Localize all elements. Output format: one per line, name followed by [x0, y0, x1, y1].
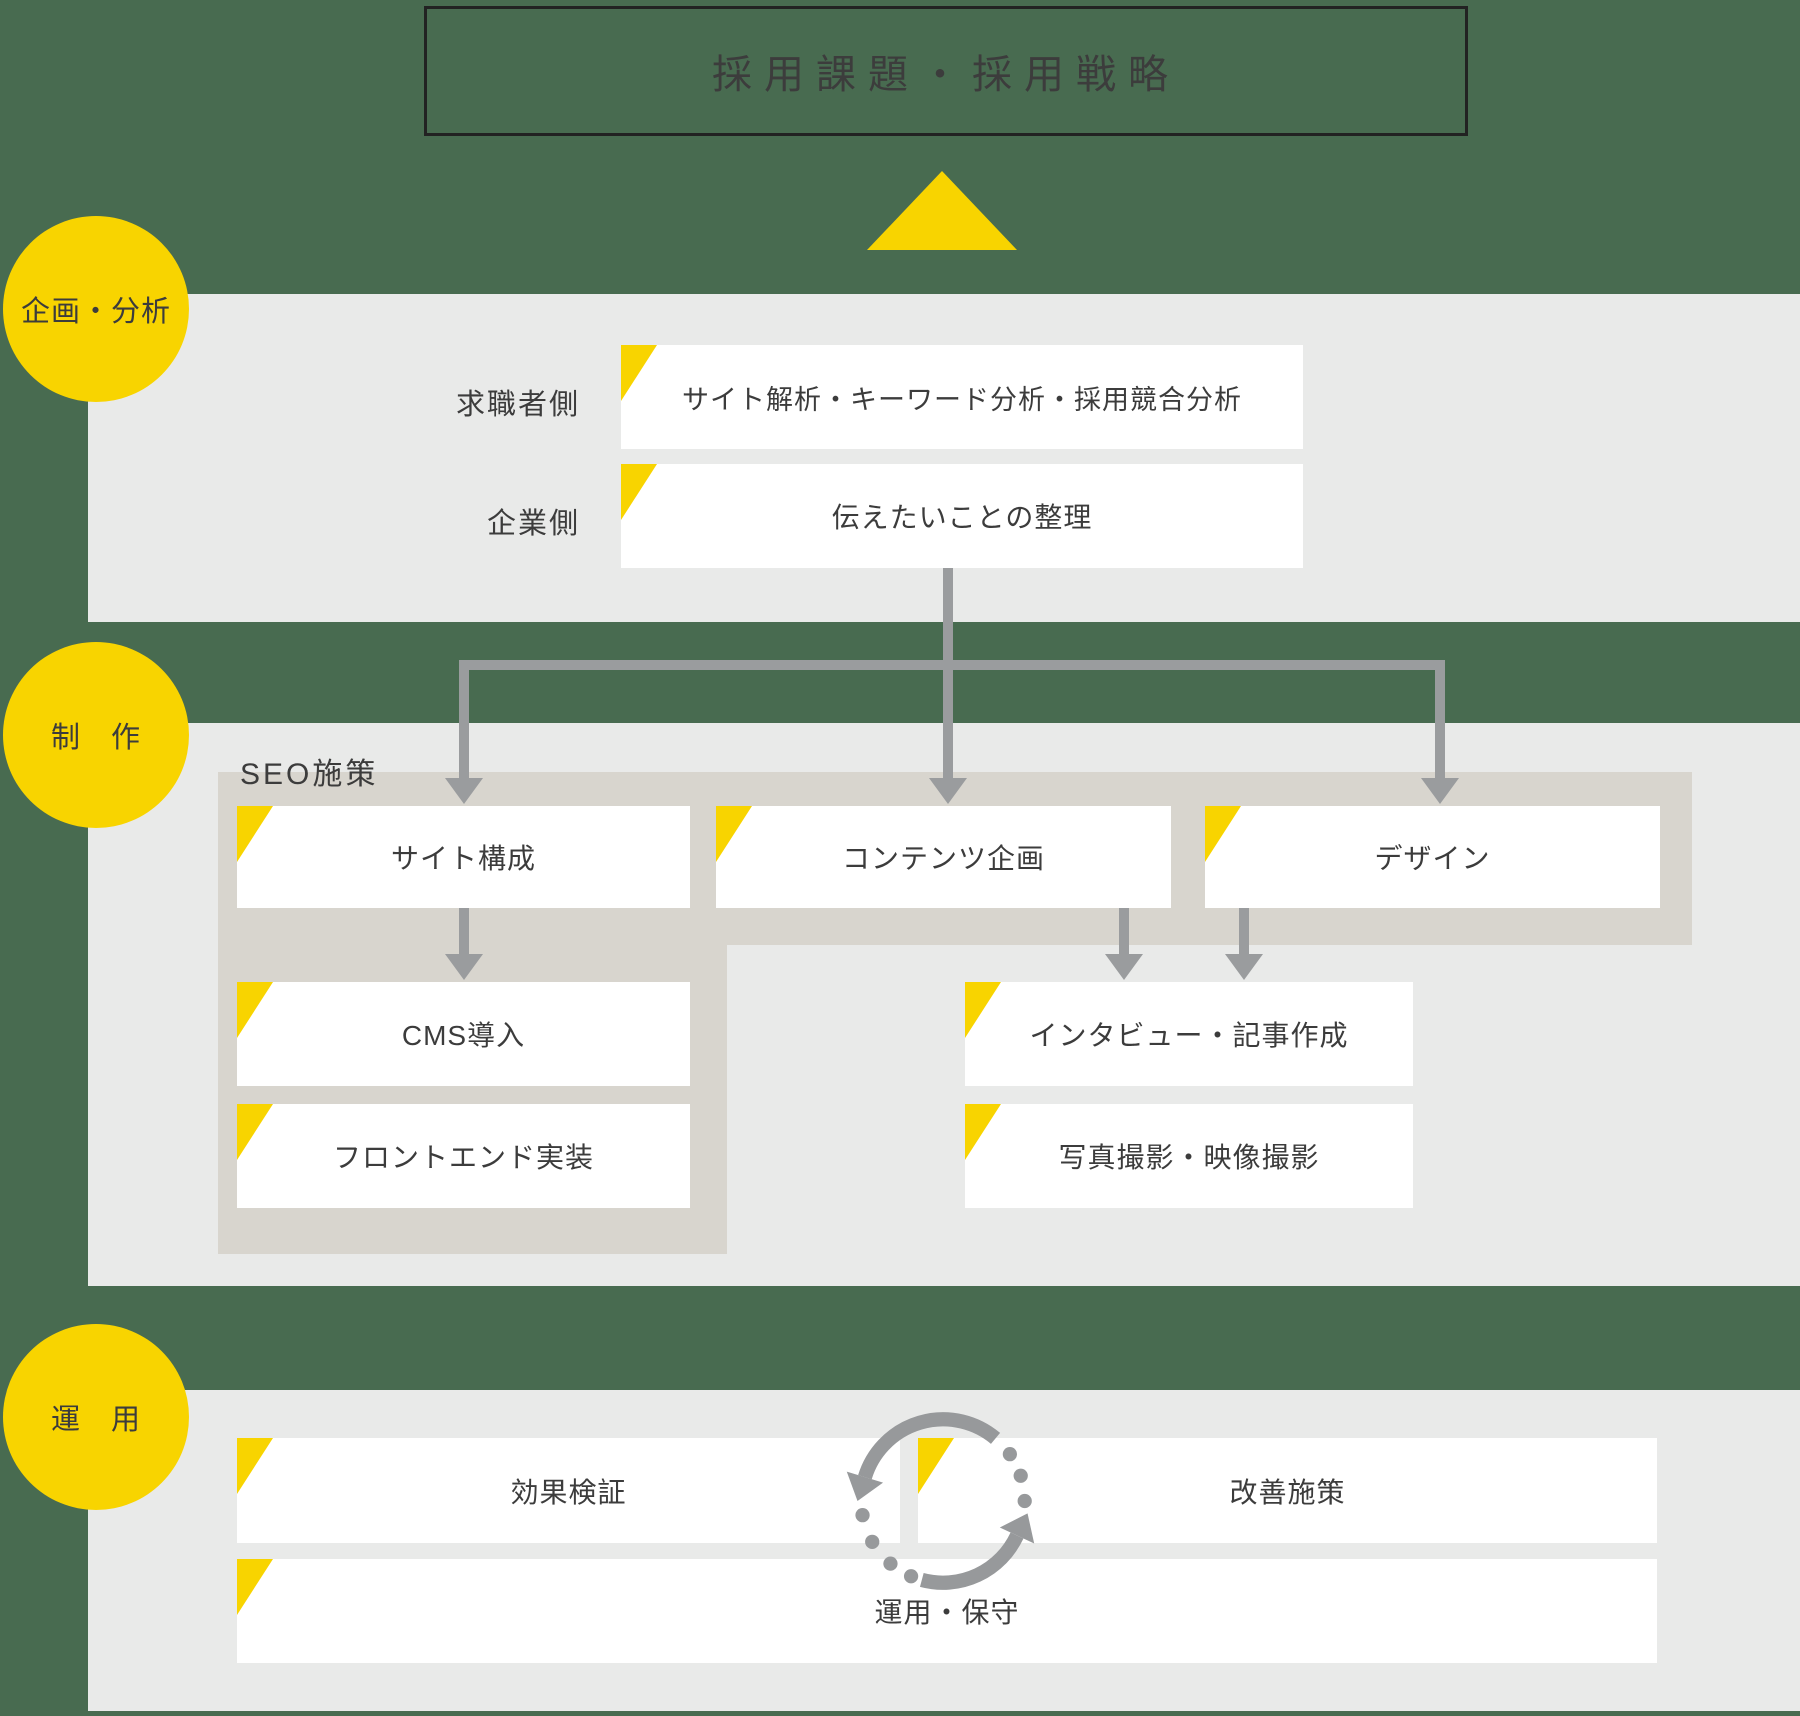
arrow-down-icon	[1225, 954, 1263, 980]
task-box-site-structure: サイト構成	[237, 806, 690, 908]
arrow-down-icon	[445, 778, 483, 804]
task-box-content-planning: コンテンツ企画	[716, 806, 1171, 908]
task-box-frontend: フロントエンド実装	[237, 1104, 690, 1208]
corner-triangle-icon	[965, 982, 1001, 1038]
cycle-arrows-icon	[846, 1412, 1035, 1590]
task-box-interview-writing-label: インタビュー・記事作成	[1029, 1020, 1349, 1051]
task-box-improve-label: 改善施策	[1229, 1476, 1346, 1508]
task-box-verify-label: 効果検証	[510, 1476, 627, 1508]
corner-triangle-icon	[716, 806, 752, 862]
task-box-organize-message: 伝えたいことの整理	[621, 464, 1303, 568]
task-box-interview-writing: インタビュー・記事作成	[965, 982, 1413, 1086]
connector-content-to-interview	[1119, 908, 1129, 956]
task-box-maintain-label: 運用・保守	[874, 1597, 1020, 1628]
corner-triangle-icon	[237, 1438, 273, 1494]
task-box-verify: 効果検証	[237, 1438, 900, 1543]
stage-circle-operation: 運 用	[3, 1324, 189, 1510]
task-box-photo-video-label: 写真撮影・映像撮影	[1058, 1142, 1320, 1173]
corner-triangle-icon	[237, 806, 273, 862]
corner-triangle-icon	[621, 345, 657, 401]
task-box-improve: 改善施策	[918, 1438, 1657, 1543]
task-box-photo-video: 写真撮影・映像撮影	[965, 1104, 1413, 1208]
seo-label: SEO施策	[240, 758, 379, 791]
stage-circle-planning: 企画・分析	[3, 216, 189, 402]
stage-circle-production-label: 制 作	[50, 722, 141, 754]
stage-circle-production: 制 作	[3, 642, 189, 828]
connector-trunk	[943, 568, 953, 782]
arrow-down-icon	[1105, 954, 1143, 980]
task-box-site-structure-label: サイト構成	[390, 843, 536, 874]
connector-design-to-interview	[1239, 908, 1249, 956]
task-box-design-label: デザイン	[1374, 843, 1491, 874]
up-triangle-icon	[867, 171, 1017, 250]
task-box-cms: CMS導入	[237, 982, 690, 1086]
arrow-down-icon	[1421, 778, 1459, 804]
corner-triangle-icon	[237, 982, 273, 1038]
goal-box: 採用課題・採用戦略	[424, 6, 1468, 136]
connector-drop-right	[1435, 670, 1445, 782]
arrow-down-icon	[445, 954, 483, 980]
task-box-content-planning-label: コンテンツ企画	[841, 843, 1045, 874]
connector-site-to-cms	[459, 908, 469, 956]
stage-circle-operation-label: 運 用	[50, 1404, 141, 1436]
task-box-organize-message-label: 伝えたいことの整理	[831, 502, 1093, 533]
corner-triangle-icon	[918, 1438, 954, 1494]
connector-branch	[459, 660, 1445, 670]
corner-triangle-icon	[965, 1104, 1001, 1160]
corner-triangle-icon	[621, 464, 657, 520]
corner-triangle-icon	[237, 1559, 273, 1615]
corner-triangle-icon	[1205, 806, 1241, 862]
task-box-frontend-label: フロントエンド実装	[332, 1142, 594, 1173]
side-label-jobseeker: 求職者側	[455, 389, 580, 421]
task-box-site-analysis-label: サイト解析・キーワード分析・採用競合分析	[682, 384, 1242, 415]
stage-circle-planning-label: 企画・分析	[20, 296, 171, 328]
connector-drop-left	[459, 670, 469, 782]
task-box-design: デザイン	[1205, 806, 1660, 908]
side-label-company: 企業側	[486, 508, 580, 540]
arrow-down-icon	[929, 778, 967, 804]
goal-title: 採用課題・採用戦略	[712, 53, 1180, 97]
task-box-site-analysis: サイト解析・キーワード分析・採用競合分析	[621, 345, 1303, 449]
corner-triangle-icon	[237, 1104, 273, 1160]
task-box-cms-label: CMS導入	[401, 1020, 526, 1051]
